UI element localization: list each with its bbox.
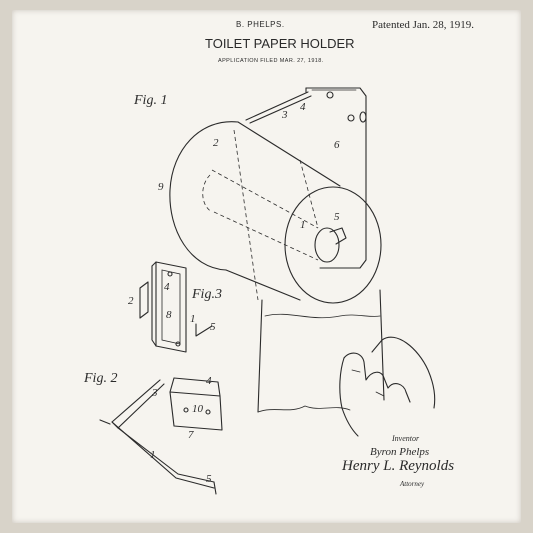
attorney-label: Attorney bbox=[400, 480, 425, 488]
fig2-num-4: 4 bbox=[206, 375, 212, 387]
fig2-num-10: 10 bbox=[192, 403, 204, 415]
application-filed-date: APPLICATION FILED MAR. 27, 1918. bbox=[218, 58, 324, 64]
fig1-holder-arm bbox=[245, 91, 312, 124]
fig3-num-2: 2 bbox=[128, 295, 134, 307]
fig1-pivot-pin bbox=[359, 111, 367, 123]
patented-date: Patented Jan. 28, 1919. bbox=[372, 19, 475, 31]
fig3-num-8: 8 bbox=[166, 309, 172, 321]
fig1-paper-sheet bbox=[257, 289, 385, 413]
fig1-num-5: 5 bbox=[334, 211, 340, 223]
fig1-screw-hole-right bbox=[347, 114, 355, 122]
patent-title: TOILET PAPER HOLDER bbox=[205, 36, 355, 51]
fig1-num-2: 2 bbox=[213, 137, 219, 149]
fig1-paper-roll bbox=[169, 121, 382, 304]
fig1-screw-hole-top bbox=[326, 91, 334, 99]
inventor-name: Byron Phelps bbox=[370, 446, 430, 458]
fig3-bracket bbox=[139, 261, 213, 353]
fig1-roll-face bbox=[284, 186, 382, 304]
fig3-num-4: 4 bbox=[164, 281, 170, 293]
fig1-label: Fig. 1 bbox=[133, 93, 167, 108]
fig2-num-3: 3 bbox=[151, 387, 158, 399]
fig1-bracket-plate bbox=[305, 87, 367, 269]
fig2-arm-assembly bbox=[99, 377, 223, 495]
fig1-roll-core bbox=[314, 227, 340, 263]
fig2-num-5: 5 bbox=[206, 473, 212, 485]
fig2-num-7: 7 bbox=[188, 429, 194, 441]
fig1-hand bbox=[339, 336, 436, 437]
fig1-num-1: 1 bbox=[300, 219, 306, 231]
fig1-num-9: 9 bbox=[158, 181, 164, 193]
fig2-label: Fig. 2 bbox=[83, 371, 117, 386]
inventor-heading: Inventor bbox=[392, 434, 420, 443]
fig1-num-6: 6 bbox=[334, 139, 340, 151]
fig3-label: Fig.3 bbox=[191, 287, 222, 302]
attorney-signature: Henry L. Reynolds bbox=[342, 458, 455, 474]
fig3-num-5: 5 bbox=[210, 321, 216, 333]
patent-sheet bbox=[12, 10, 521, 523]
fig1-num-4: 4 bbox=[300, 101, 306, 113]
fig3-num-1: 1 bbox=[190, 313, 196, 325]
inventor-short-name: B. PHELPS. bbox=[236, 20, 285, 29]
fig2-num-1: 1 bbox=[150, 449, 156, 461]
fig1-num-3: 3 bbox=[281, 109, 288, 121]
